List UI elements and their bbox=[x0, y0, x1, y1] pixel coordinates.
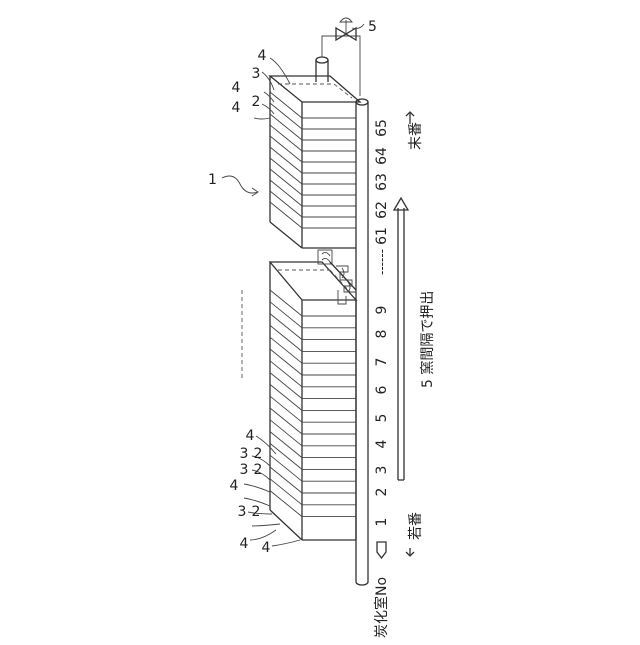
chamber-edge-line bbox=[270, 384, 302, 410]
chamber-edge-line bbox=[270, 373, 302, 399]
chamber-number: 62 bbox=[374, 201, 390, 219]
chamber-edge-line bbox=[270, 302, 302, 328]
ref-label: 3 bbox=[238, 504, 247, 520]
chamber-edge-line bbox=[270, 114, 302, 140]
chamber-edge-line bbox=[270, 92, 302, 118]
chamber-edge-line bbox=[270, 147, 302, 173]
young-direction-arrow bbox=[377, 542, 386, 558]
ref-label: 4 bbox=[240, 536, 249, 552]
ref-label: 4 bbox=[258, 48, 267, 64]
upper-oven-chamber-lines bbox=[270, 92, 356, 228]
chamber-edge-line bbox=[270, 455, 302, 481]
extrusion-direction-arrow bbox=[394, 198, 408, 480]
chamber-number: 7 bbox=[374, 358, 390, 367]
young-number-label: 若番 bbox=[408, 512, 424, 540]
pusher-connection bbox=[318, 250, 356, 304]
chamber-edge-line bbox=[270, 361, 302, 387]
chamber-edge-line bbox=[270, 491, 302, 517]
chamber-edge-line bbox=[270, 169, 302, 195]
chamber-edge-line bbox=[270, 479, 302, 505]
chamber-number: 1 bbox=[374, 518, 390, 527]
gas-main-pipe bbox=[356, 99, 368, 585]
chamber-number: 9 bbox=[374, 306, 390, 315]
chamber-number: 61 bbox=[374, 227, 390, 245]
ref-label: 3 bbox=[240, 462, 249, 478]
chamber-edge-line bbox=[270, 103, 302, 129]
ref-label: 3 bbox=[240, 446, 249, 462]
chamber-edge-line bbox=[270, 432, 302, 458]
chamber-edge-line bbox=[270, 202, 302, 228]
upper-oven-block bbox=[270, 76, 360, 248]
ref-label: 2 bbox=[254, 462, 263, 478]
ref-label: 4 bbox=[230, 478, 239, 494]
chamber-edge-line bbox=[270, 191, 302, 217]
ref-label: 2 bbox=[252, 94, 261, 110]
chamber-edge-line bbox=[270, 467, 302, 493]
chamber-edge-line bbox=[270, 337, 302, 363]
lower-oven-chamber-lines bbox=[270, 290, 356, 517]
chamber-header-label: 炭化室No bbox=[373, 577, 390, 638]
chamber-edge-line bbox=[270, 443, 302, 469]
battery-ref-label: 1 bbox=[208, 172, 217, 188]
chamber-edge-line bbox=[270, 325, 302, 351]
ref-label: 4 bbox=[262, 540, 271, 556]
chamber-number: 8 bbox=[374, 330, 390, 339]
upper-reference-labels: 4 3 4 2 4 bbox=[232, 48, 267, 116]
chamber-edge-line bbox=[270, 314, 302, 340]
chamber-edge-line bbox=[270, 180, 302, 206]
end-number-label: 末番 bbox=[408, 122, 424, 150]
chamber-edge-line bbox=[270, 136, 302, 162]
ref-label: 3 bbox=[252, 66, 261, 82]
chamber-edge-line bbox=[270, 408, 302, 434]
chamber-number: 5 bbox=[374, 414, 390, 423]
chamber-number: 2 bbox=[374, 488, 390, 497]
ref-label: 4 bbox=[232, 100, 241, 116]
chamber-number: 3 bbox=[374, 466, 390, 475]
ref-label: 2 bbox=[254, 446, 263, 462]
lower-block-top-face bbox=[270, 262, 356, 300]
upper-block-top-face bbox=[270, 76, 360, 102]
chamber-number: 6 bbox=[374, 385, 390, 394]
extrusion-label: 5 窯間隔で押出 bbox=[419, 291, 436, 388]
chamber-edge-line bbox=[270, 349, 302, 375]
standpipe bbox=[316, 36, 360, 96]
chamber-number: 64 bbox=[374, 147, 390, 165]
chamber-number: 4 bbox=[374, 439, 390, 448]
chamber-edge-line bbox=[270, 125, 302, 151]
battery-ref-leader bbox=[222, 176, 258, 193]
chamber-ellipsis: ------ bbox=[375, 249, 389, 275]
chamber-edge-line bbox=[270, 158, 302, 184]
ref-label: 4 bbox=[232, 80, 241, 96]
valve-ref-label: 5 bbox=[368, 19, 377, 35]
chamber-number: 65 bbox=[374, 119, 390, 137]
ref-label: 4 bbox=[246, 428, 255, 444]
ref-label: 2 bbox=[252, 504, 261, 520]
chamber-number: 63 bbox=[374, 173, 390, 191]
chamber-edge-line bbox=[270, 420, 302, 446]
chamber-number-column: 炭化室No 1 2 3 4 5 6 7 8 9 61 62 63 64 65 ------ bbox=[373, 119, 390, 638]
chamber-edge-line bbox=[270, 396, 302, 422]
